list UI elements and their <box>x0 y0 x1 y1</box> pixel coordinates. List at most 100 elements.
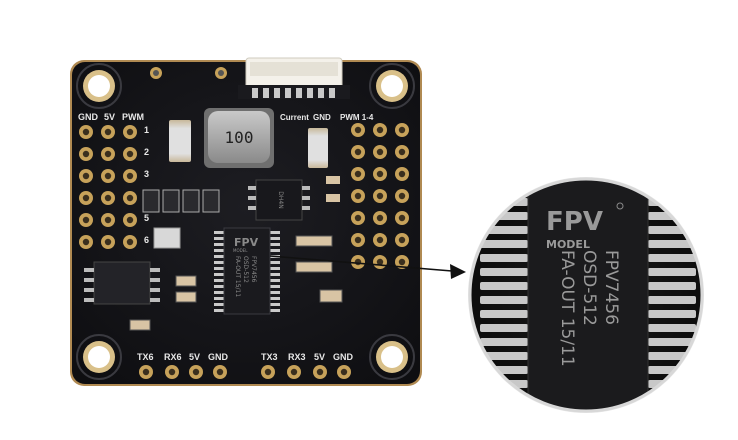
chip-pin <box>270 309 280 312</box>
right-pad-grid <box>351 123 409 269</box>
osd-chip-pins <box>214 231 224 312</box>
pwm-number: 2 <box>144 147 149 157</box>
solder-pad <box>395 255 409 269</box>
chip-pin <box>270 303 280 306</box>
solder-pad <box>123 125 137 139</box>
chip-pin <box>214 261 224 264</box>
connector-pin <box>329 88 335 98</box>
solder-pad <box>139 365 153 379</box>
connector-pins <box>252 88 335 98</box>
chip-pin <box>480 366 528 374</box>
chip-pin <box>648 226 696 234</box>
chip-pin <box>480 324 528 332</box>
chip-pin <box>214 279 224 282</box>
gnd-label-right: GND <box>333 352 354 362</box>
connector-pin <box>263 88 269 98</box>
callout-arrow <box>269 255 466 279</box>
connector-pin <box>318 88 324 98</box>
connector-pin <box>285 88 291 98</box>
chip-pin <box>214 249 224 252</box>
chip-pin <box>480 268 528 276</box>
solder-pad <box>101 169 115 183</box>
solder-pad <box>261 365 275 379</box>
chip-pin <box>270 279 280 282</box>
chip-pin <box>270 273 280 276</box>
chip-pin <box>648 394 696 402</box>
solder-pad <box>213 365 227 379</box>
tx6-label: TX6 <box>137 352 154 362</box>
osd-chip-logo-sub: MODEL <box>233 248 248 253</box>
smd-capacitor <box>295 235 333 247</box>
chip-pin <box>270 261 280 264</box>
chip-pin <box>214 291 224 294</box>
tx3-label: TX3 <box>261 352 278 362</box>
smd-resistor <box>326 176 340 184</box>
chip-pin <box>214 285 224 288</box>
chip-pin <box>270 297 280 300</box>
power-inductor: 100 <box>204 108 274 168</box>
pwm14-label: PWM 1-4 <box>340 113 374 122</box>
solder-pad <box>351 189 365 203</box>
solder-pad <box>101 125 115 139</box>
smd-diode-row <box>142 189 220 213</box>
solder-pad <box>337 365 351 379</box>
chip-pin <box>214 309 224 312</box>
chip-pin <box>270 267 280 270</box>
zoom-chip-part: FPV7456 <box>601 250 621 325</box>
solder-pad <box>101 191 115 205</box>
solder-pad <box>373 255 387 269</box>
pwm-number: 1 <box>144 125 149 135</box>
mounting-hole <box>76 334 122 380</box>
chip-pin <box>480 282 528 290</box>
chip-pin <box>648 296 696 304</box>
connector-pin <box>252 88 258 98</box>
solder-pad <box>101 213 115 227</box>
smd-resistor <box>326 194 340 202</box>
chip-pin <box>480 310 528 318</box>
smd-capacitor <box>129 319 151 331</box>
solder-pad <box>395 123 409 137</box>
pwm-number: 5 <box>144 213 149 223</box>
solder-pad <box>79 191 93 205</box>
chip-pin <box>480 380 528 388</box>
solder-pad <box>79 169 93 183</box>
crystal-oscillator <box>153 227 181 249</box>
chip-pin <box>480 296 528 304</box>
chip-pin <box>214 237 224 240</box>
chip-pin <box>480 184 528 192</box>
chip-pin <box>480 254 528 262</box>
solder-pad <box>373 123 387 137</box>
flash-memory-chip <box>84 261 160 305</box>
connector-pin <box>296 88 302 98</box>
solder-pad <box>79 125 93 139</box>
gnd-header-label: GND <box>78 112 99 122</box>
solder-pad <box>351 211 365 225</box>
solder-pad <box>373 233 387 247</box>
chip-pin <box>270 243 280 246</box>
pwm-number: 6 <box>144 235 149 245</box>
connector-pin <box>307 88 313 98</box>
solder-pad <box>351 145 365 159</box>
tantalum-capacitor <box>308 128 328 168</box>
solder-pad <box>351 123 365 137</box>
mounting-hole <box>369 63 415 109</box>
zoom-chip-model: OSD-512 <box>579 250 599 326</box>
solder-pad <box>351 233 365 247</box>
chip-pin <box>648 240 696 248</box>
chip-pin <box>270 249 280 252</box>
solder-pad <box>79 235 93 249</box>
osd-chip-logo: FPV <box>234 236 259 249</box>
current-label: Current <box>280 113 309 122</box>
zoom-chip-logo: FPV <box>546 207 603 237</box>
bottom-left-labels: TX6 RX6 5V GND <box>137 352 229 362</box>
chip-pin <box>214 273 224 276</box>
connector-pin <box>274 88 280 98</box>
solder-pad <box>351 167 365 181</box>
mounting-holes <box>76 63 415 380</box>
chip-pin <box>270 237 280 240</box>
left-pad-grid <box>79 125 137 249</box>
solder-pad <box>395 211 409 225</box>
smd-capacitor <box>295 261 333 273</box>
chip-pin <box>214 231 224 234</box>
